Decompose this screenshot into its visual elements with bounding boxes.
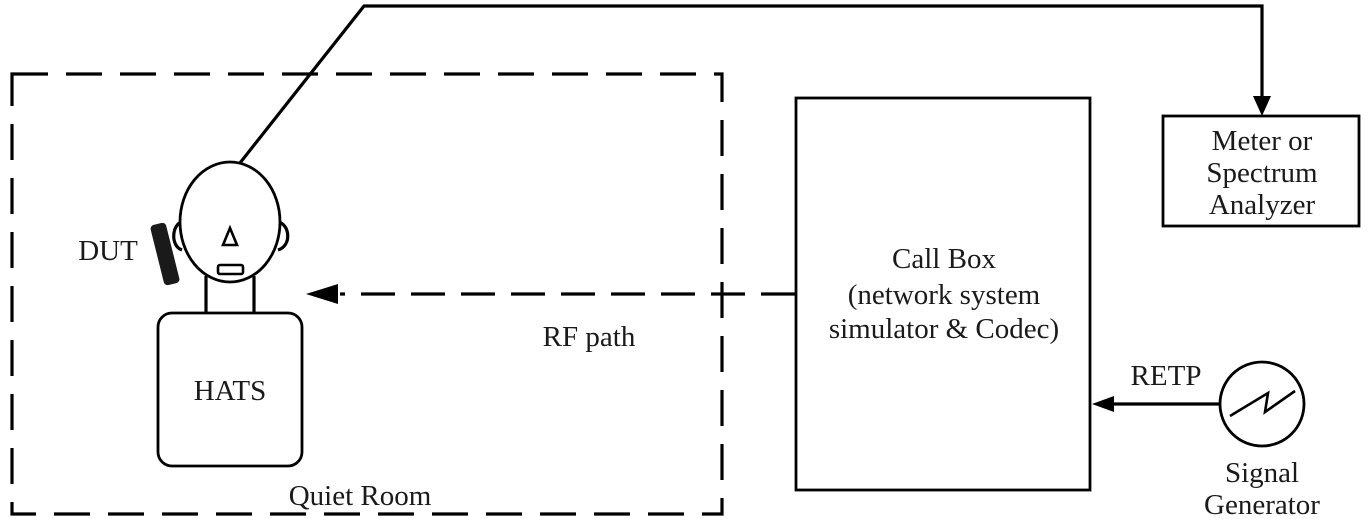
rf-path-arrowhead <box>306 284 338 304</box>
meter-label-line2: Spectrum <box>1206 157 1318 189</box>
quiet-room-label: Quiet Room <box>289 480 432 512</box>
meter-arrowhead <box>1253 96 1271 116</box>
dut-label: DUT <box>78 235 138 267</box>
sawtooth-icon <box>1229 389 1296 418</box>
measurement-cable <box>234 4 1264 169</box>
meter-box <box>1161 114 1361 228</box>
hats-nose <box>221 224 239 247</box>
call-box-label-line1: Call Box <box>892 243 996 275</box>
hats-head <box>178 160 282 284</box>
call-box-label-line2: (network system <box>848 279 1041 311</box>
call-box-label-line3: simulator & Codec) <box>829 313 1059 345</box>
hats-torso <box>156 311 304 468</box>
retp-arrowhead <box>1092 396 1114 412</box>
hats-label: HATS <box>194 375 267 407</box>
call-box <box>794 96 1092 492</box>
signal-generator-symbol <box>1218 360 1306 448</box>
retp-label: RETP <box>1131 360 1202 392</box>
meter-label-line1: Meter or <box>1212 125 1313 157</box>
meter-label-line3: Analyzer <box>1209 189 1316 221</box>
dut-phone-icon <box>150 222 180 286</box>
rf-path-label: RF path <box>543 321 636 353</box>
signal-generator-label-line1: Signal <box>1225 457 1299 489</box>
signal-generator-label-line2: Generator <box>1204 489 1320 519</box>
hats-mouth <box>216 263 245 276</box>
